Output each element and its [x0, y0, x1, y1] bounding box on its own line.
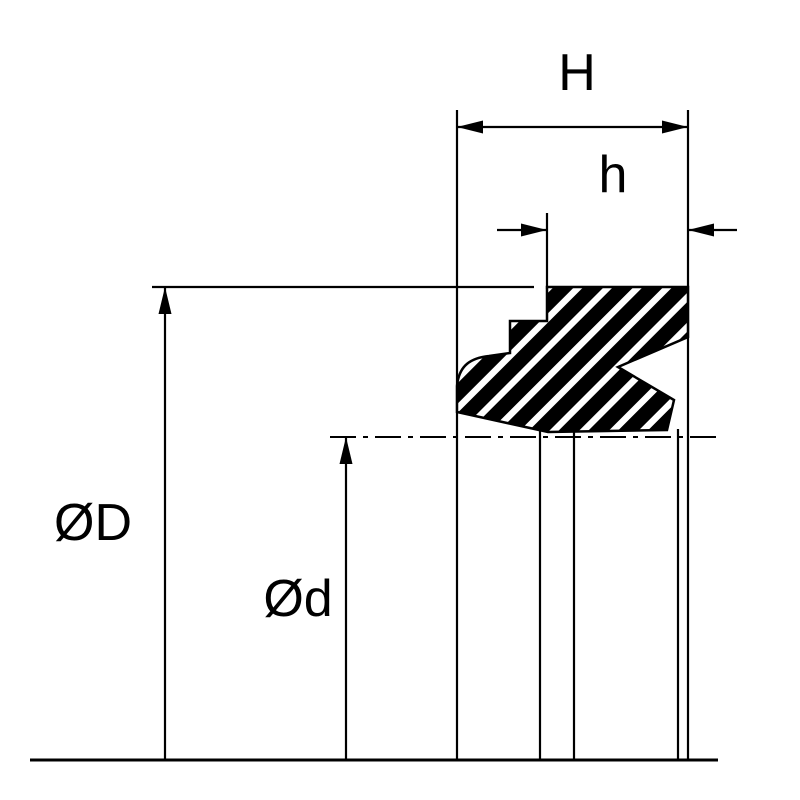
dimension-inner-diameter: Ød [263, 437, 353, 760]
dimension-outer-diameter: ØD [54, 285, 534, 760]
arrow-right-icon [521, 223, 547, 237]
arrow-up-icon [158, 287, 172, 314]
dimension-OD-label: ØD [54, 494, 132, 552]
arrow-right-icon [662, 120, 688, 134]
seal-cross-section [455, 285, 690, 434]
dimension-h-label: h [599, 146, 628, 204]
arrow-left-icon [688, 223, 714, 237]
arrow-left-icon [457, 120, 483, 134]
dimension-Od-label: Ød [263, 570, 332, 628]
dimension-H: H [457, 44, 688, 134]
dimension-H-label: H [558, 44, 596, 102]
dimension-h: h [497, 146, 737, 289]
arrow-up-icon [339, 437, 353, 464]
